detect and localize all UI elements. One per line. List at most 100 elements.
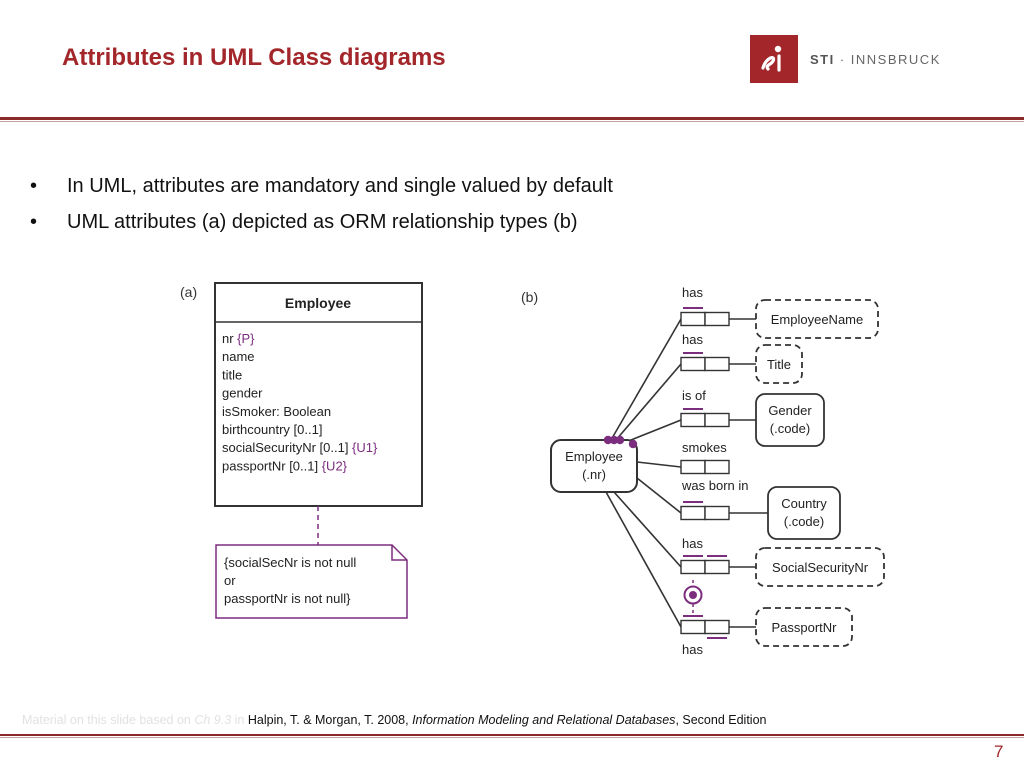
credit-faint-prefix: Material on this slide based on <box>22 713 195 727</box>
logo-text: STI · INNSBRUCK <box>810 52 941 67</box>
uml-class-diagram: (a) Employee nr {P} name title gender isSmok… <box>180 282 423 619</box>
role-box <box>680 311 706 327</box>
logo-text-sep: · <box>834 51 851 67</box>
bullet-list: • In UML, attributes are mandatory and si… <box>30 170 613 242</box>
role-connector <box>610 318 682 441</box>
attribute-name: nr <box>222 331 237 346</box>
value-type-label: Country <box>781 496 827 511</box>
role-box <box>704 356 730 372</box>
mandatory-dot <box>615 435 625 445</box>
fact-reading: is of <box>682 388 706 403</box>
attribute-name: isSmoker: Boolean <box>222 404 331 419</box>
class-attribute: gender <box>222 386 263 401</box>
constraint-note <box>215 544 408 619</box>
or-constraint-dot <box>689 591 697 599</box>
role-box <box>704 459 730 475</box>
footer-divider-thin <box>0 737 1024 738</box>
fact-reading: has <box>682 285 703 300</box>
connector-lines <box>605 318 682 628</box>
bullet-item: • In UML, attributes are mandatory and si… <box>30 170 613 206</box>
attribute-constraint: {P} <box>237 331 255 346</box>
role-box <box>680 619 706 635</box>
footer-divider <box>0 734 1024 736</box>
entity-refmode: (.nr) <box>582 467 606 482</box>
attribute-name: birthcountry [0..1] <box>222 422 322 437</box>
label-b: (b) <box>521 289 538 305</box>
attribute-name: title <box>222 367 242 382</box>
entity-name: Employee <box>565 449 623 464</box>
fact-reading: smokes <box>682 440 727 455</box>
label-a: (a) <box>180 284 197 300</box>
value-type-box <box>767 486 841 540</box>
fact-reading: has <box>682 642 703 657</box>
role-box <box>704 311 730 327</box>
attribute-name: name <box>222 349 255 364</box>
role-box <box>704 412 730 428</box>
mandatory-dot <box>628 439 638 449</box>
role-box <box>680 356 706 372</box>
note-text: {socialSecNr is not null or passportNr i… <box>224 555 356 606</box>
class-name: Employee <box>285 295 351 311</box>
mandatory-dot <box>603 435 613 445</box>
value-type-label: (.code) <box>770 421 810 436</box>
role-box <box>704 619 730 635</box>
class-attribute: title <box>222 367 242 382</box>
bullet-dot: • <box>30 211 38 233</box>
role-connector <box>636 477 682 514</box>
value-type-label: Title <box>767 357 791 372</box>
attribute-name: socialSecurityNr [0..1] <box>222 440 352 455</box>
inclusive-or-constraint <box>683 580 703 614</box>
class-attribute: isSmoker: Boolean <box>222 404 331 419</box>
role-connector <box>636 461 682 468</box>
source-credit: Material on this slide based on Ch 9.3 i… <box>22 713 766 727</box>
attribute-constraint: {U2} <box>322 458 348 473</box>
value-type-label: SocialSecurityNr <box>772 560 869 575</box>
class-box <box>214 282 423 507</box>
header-divider-thin <box>0 121 1024 122</box>
role-connector <box>615 363 682 441</box>
class-attribute: passportNr [0..1] {U2} <box>222 458 348 473</box>
class-attribute: socialSecurityNr [0..1] {U1} <box>222 440 378 455</box>
note-line: {socialSecNr is not null <box>224 555 356 570</box>
credit-faint-chapter: Ch 9.3 <box>194 713 232 727</box>
note-fold <box>391 545 407 561</box>
value-type-label: Gender <box>768 403 812 418</box>
bullet-text: In UML, attributes are mandatory and sin… <box>67 175 613 197</box>
value-type-box <box>755 547 885 587</box>
sti-innsbruck-logo: STI · INNSBRUCK <box>750 35 941 83</box>
attribute-name: gender <box>222 386 263 401</box>
role-connector <box>605 491 682 628</box>
class-attribute: birthcountry [0..1] <box>222 422 322 437</box>
class-attribute: nr {P} <box>222 331 255 346</box>
note-line: or <box>224 573 236 588</box>
mandatory-dot <box>609 435 619 445</box>
fact-reading: has <box>682 332 703 347</box>
attribute-constraint: {U1} <box>352 440 378 455</box>
entity-employee <box>550 439 638 493</box>
class-attribute: name <box>222 349 255 364</box>
value-type-box <box>755 344 803 384</box>
page-number: 7 <box>994 742 1004 761</box>
logo-text-sub: INNSBRUCK <box>850 51 941 67</box>
credit-book: Information Modeling and Relational Data… <box>412 713 676 727</box>
role-box <box>680 459 706 475</box>
value-type-label: (.code) <box>784 514 824 529</box>
attribute-name: passportNr [0..1] <box>222 458 322 473</box>
bullet-dot: • <box>30 175 38 197</box>
credit-faint-in: in <box>231 713 248 727</box>
role-box <box>704 505 730 521</box>
value-type-box <box>755 299 879 339</box>
credit-authors: Halpin, T. & Morgan, T. 2008, <box>247 713 413 727</box>
value-type-label: EmployeeName <box>771 312 864 327</box>
bullet-item: •UML attributes (a) depicted as ORM rela… <box>30 206 613 242</box>
value-type-box <box>755 393 825 447</box>
value-type-box <box>755 607 853 647</box>
header-divider <box>0 117 1024 120</box>
role-box <box>680 505 706 521</box>
fact-reading: has <box>682 536 703 551</box>
note-line: passportNr is not null} <box>224 591 351 606</box>
mandatory-dots <box>603 435 638 449</box>
logo-text-main: STI <box>810 51 835 67</box>
